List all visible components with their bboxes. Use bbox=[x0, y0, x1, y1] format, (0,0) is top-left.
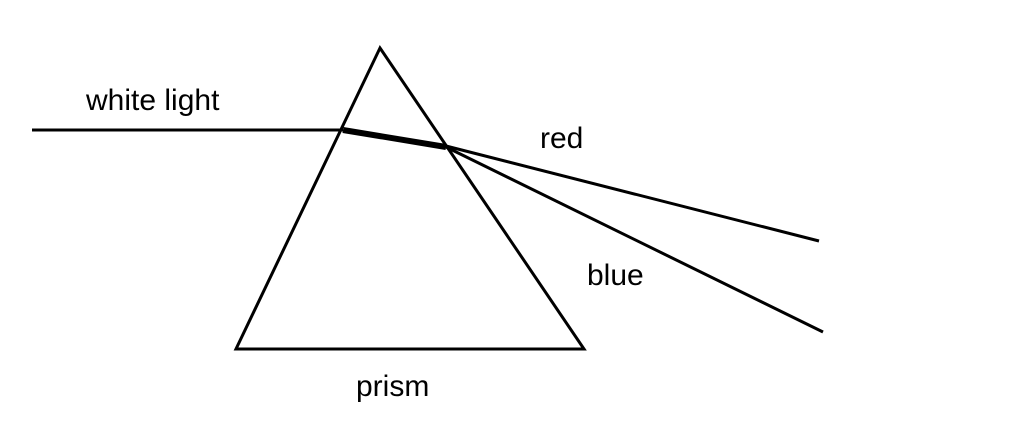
blue-label: blue bbox=[587, 259, 644, 292]
blue-ray bbox=[445, 145, 824, 334]
prism-triangle bbox=[233, 44, 587, 351]
refracted-ray-inside-prism bbox=[342, 127, 447, 150]
white-light-label: white light bbox=[85, 84, 220, 117]
red-ray bbox=[445, 144, 820, 243]
red-label: red bbox=[540, 122, 583, 155]
prism-label: prism bbox=[356, 370, 429, 403]
